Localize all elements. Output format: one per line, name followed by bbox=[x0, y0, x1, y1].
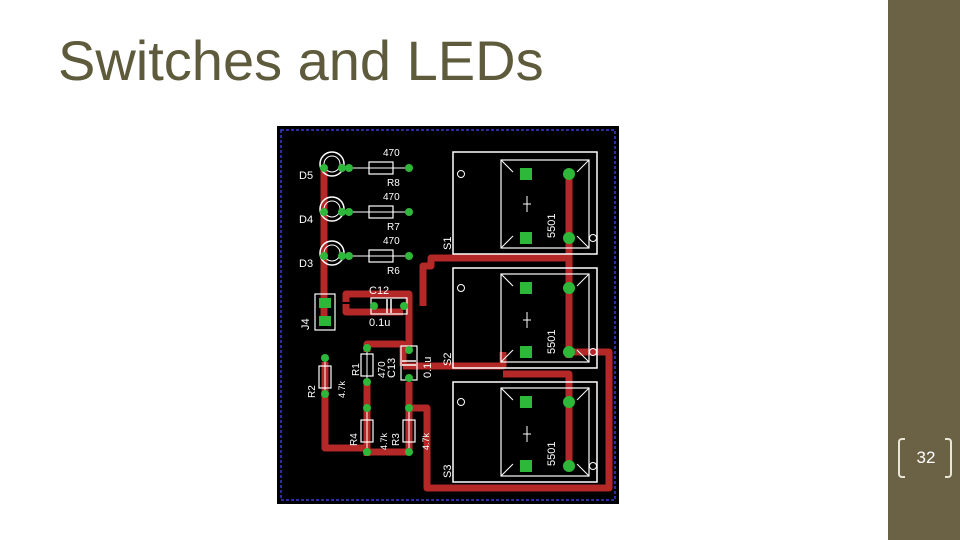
resistor-label: R3 bbox=[391, 433, 402, 446]
board-outline bbox=[280, 129, 616, 501]
resistor-value: 470 bbox=[383, 192, 400, 203]
resistor-label: R6 bbox=[387, 266, 400, 277]
capacitor-c12: C12 0.1u bbox=[369, 285, 408, 329]
pcb-layout: D5 D4 D3 4 bbox=[277, 126, 619, 504]
pcb-board bbox=[277, 126, 619, 504]
connector-label: J4 bbox=[300, 318, 312, 330]
switch-part: 5501 bbox=[546, 442, 558, 466]
led-d5: D5 bbox=[299, 151, 346, 182]
capacitor-c13: C13 0.1u bbox=[386, 345, 434, 382]
resistor-r4: R4 4.7k bbox=[349, 404, 389, 456]
switch-label: S2 bbox=[442, 353, 454, 366]
resistor-value: 4.7k bbox=[379, 432, 389, 450]
resistor-r3: R3 4.7k bbox=[391, 404, 431, 456]
slide-title: Switches and LEDs bbox=[58, 29, 544, 92]
resistor-value: 470 bbox=[383, 148, 400, 159]
switch-s3: S3 5501 bbox=[442, 381, 598, 483]
resistor-value: 470 bbox=[377, 361, 388, 378]
switch-s2: S2 5501 bbox=[442, 267, 598, 369]
trace-s3-loop bbox=[411, 348, 613, 492]
capacitor-value: 0.1u bbox=[369, 317, 390, 329]
resistor-group-top: 470 R8 470 R7 470 R6 bbox=[345, 148, 413, 277]
switch-label: S1 bbox=[442, 237, 454, 250]
page-bracket-left bbox=[898, 438, 905, 478]
resistor-label: R4 bbox=[349, 433, 360, 446]
resistor-label: R2 bbox=[307, 385, 318, 398]
led-d4: D4 bbox=[299, 196, 346, 226]
trace-c12 bbox=[342, 304, 403, 316]
page-bracket-right bbox=[945, 438, 952, 478]
resistor-value: 4.7k bbox=[421, 432, 431, 450]
trace-left-vertical bbox=[342, 290, 413, 352]
switch-s1: S1 5501 bbox=[442, 151, 598, 255]
resistor-value: 4.7k bbox=[337, 380, 347, 398]
resistor-r6: 470 R6 bbox=[345, 236, 413, 277]
resistor-r2: R2 4.7k bbox=[307, 354, 347, 398]
page-number: 32 bbox=[916, 448, 936, 467]
switch-label: S3 bbox=[442, 465, 454, 478]
switch-part: 5501 bbox=[546, 330, 558, 354]
capacitor-label: C13 bbox=[386, 358, 398, 378]
led-label: D5 bbox=[299, 170, 313, 182]
led-group: D5 D4 D3 bbox=[299, 151, 346, 270]
trace-s1 bbox=[419, 254, 569, 306]
trace-s3-right bbox=[503, 370, 573, 466]
resistor-r7: 470 R7 bbox=[345, 192, 413, 233]
capacitor-label: C12 bbox=[369, 285, 389, 297]
capacitor-value: 0.1u bbox=[422, 357, 434, 378]
resistor-label: R7 bbox=[387, 222, 400, 233]
resistor-label: R8 bbox=[387, 178, 400, 189]
switch-part: 5501 bbox=[546, 214, 558, 238]
led-d3: D3 bbox=[299, 240, 346, 270]
resistor-r8: 470 R8 bbox=[345, 148, 413, 189]
led-label: D4 bbox=[299, 214, 313, 226]
resistor-r1: R1 470 bbox=[351, 344, 388, 386]
resistor-value: 470 bbox=[383, 236, 400, 247]
led-label: D3 bbox=[299, 258, 313, 270]
trace-s2 bbox=[403, 352, 507, 370]
connector-j4: J4 bbox=[300, 293, 336, 331]
resistor-label: R1 bbox=[351, 363, 362, 376]
page-number-box: 32 bbox=[900, 432, 952, 484]
